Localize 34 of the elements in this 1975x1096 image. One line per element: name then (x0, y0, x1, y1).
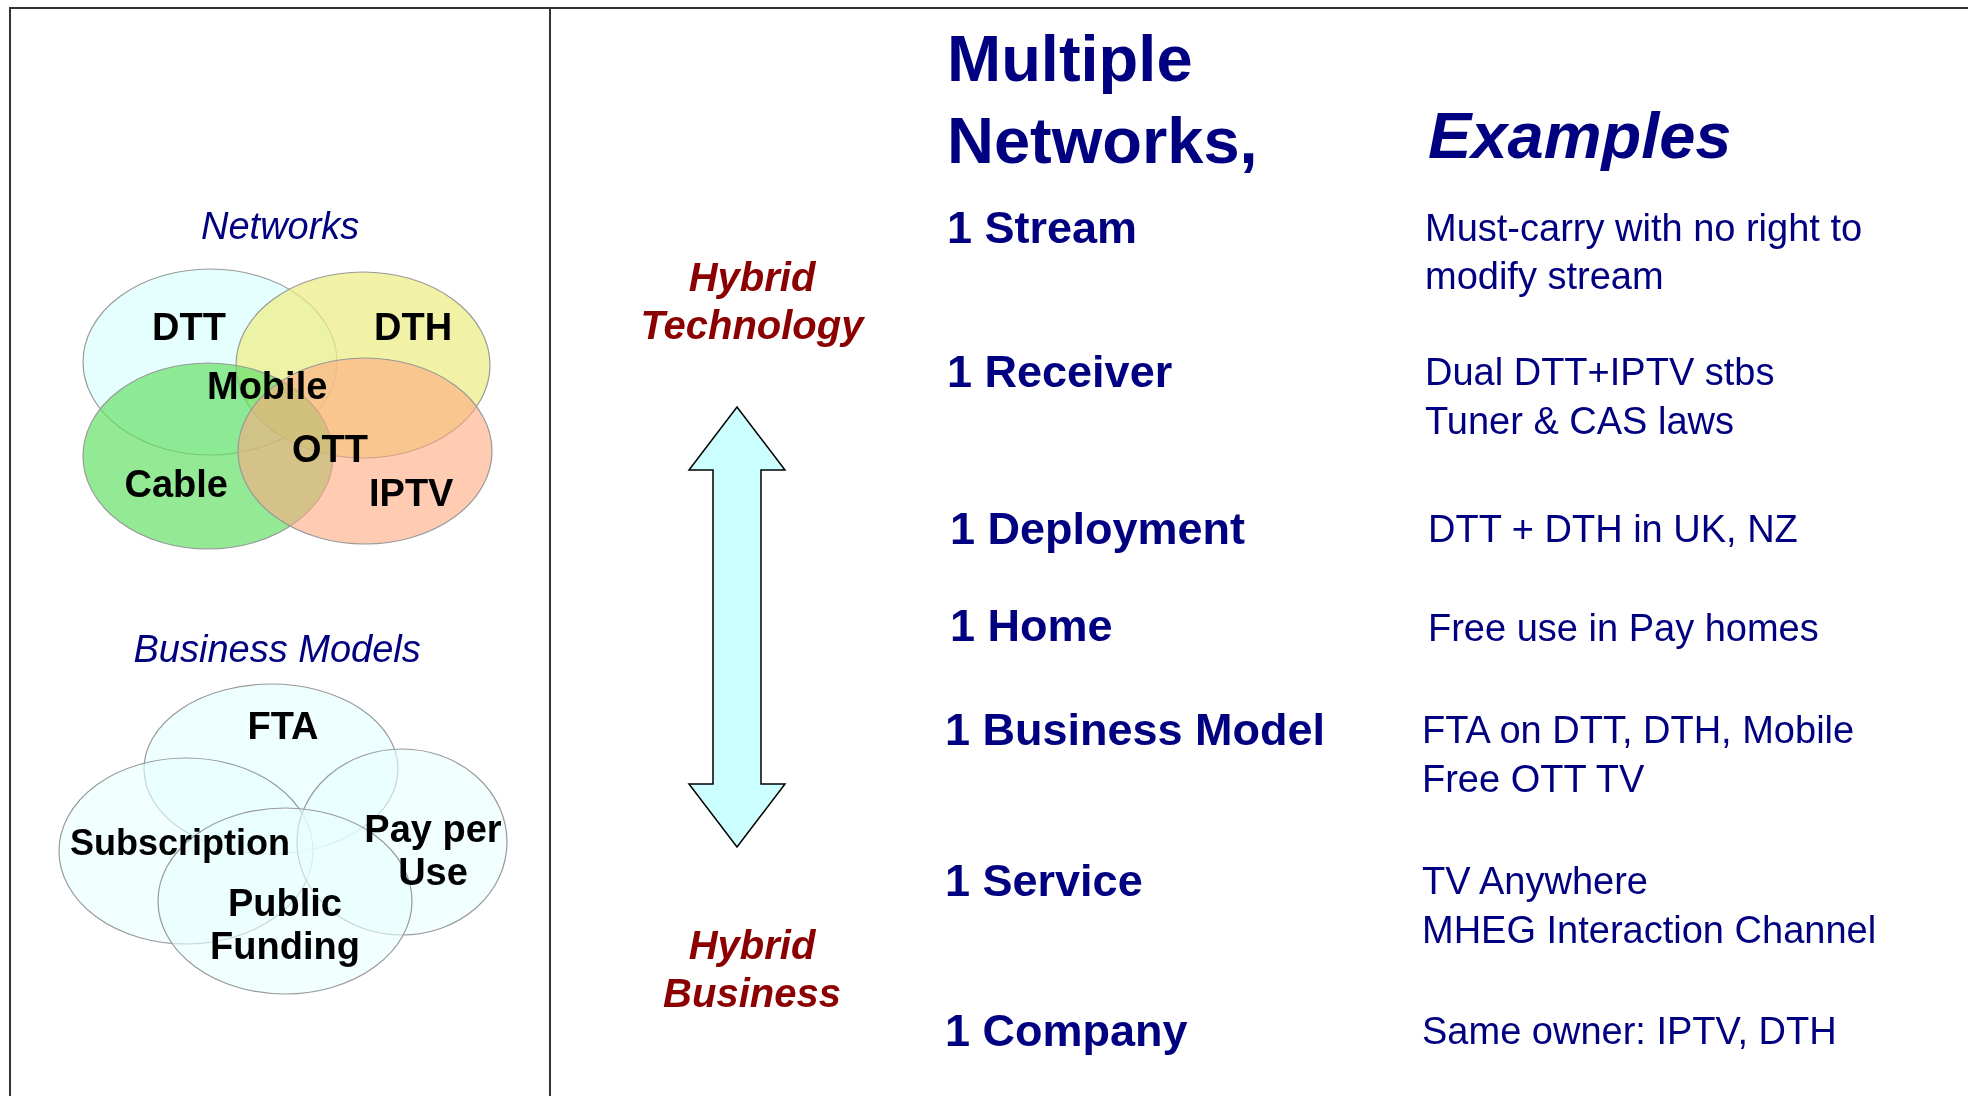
section-heading: Business Models (133, 628, 421, 672)
section-heading: Networks (201, 205, 360, 249)
row-heading: 1 Business Model (945, 704, 1326, 756)
hybrid-label: Hybrid Business (602, 921, 902, 1017)
column-heading: Multiple Networks, (947, 21, 1259, 179)
circle-label: DTH (374, 306, 453, 350)
circle-label: Cable (124, 463, 228, 507)
example-text: Must-carry with no right to modify stream (1425, 206, 1864, 299)
circle-label: Pay per Use (363, 807, 503, 895)
row-heading: 1 Service (945, 855, 1143, 907)
column-heading: Examples (1428, 98, 1732, 174)
circle-label: FTA (247, 705, 319, 749)
double-arrow (687, 405, 787, 849)
row-heading: 1 Receiver (947, 346, 1173, 398)
hybrid-label: Hybrid Technology (602, 253, 902, 349)
example-text: Free use in Pay homes (1428, 607, 1819, 651)
example-text: Free OTT TV (1422, 758, 1645, 802)
example-text: Dual DTT+IPTV stbs (1425, 351, 1775, 395)
circle-label: Public Funding (209, 881, 361, 969)
example-text: Tuner & CAS laws (1425, 400, 1735, 444)
example-text: DTT + DTH in UK, NZ (1428, 508, 1798, 552)
overlap-label: Mobile (207, 365, 328, 409)
row-heading: 1 Stream (947, 202, 1138, 254)
circle-label: Subscription (70, 821, 290, 863)
circle-label: IPTV (369, 472, 454, 516)
row-heading: 1 Deployment (950, 503, 1246, 555)
example-text: FTA on DTT, DTH, Mobile (1422, 709, 1855, 753)
overlap-label: OTT (292, 428, 368, 472)
row-heading: 1 Company (945, 1005, 1188, 1057)
example-text: Same owner: IPTV, DTH (1422, 1010, 1837, 1054)
row-heading: 1 Home (950, 600, 1113, 652)
example-text: TV Anywhere (1422, 860, 1648, 904)
circle-label: DTT (152, 306, 226, 350)
example-text: MHEG Interaction Channel (1422, 909, 1877, 953)
